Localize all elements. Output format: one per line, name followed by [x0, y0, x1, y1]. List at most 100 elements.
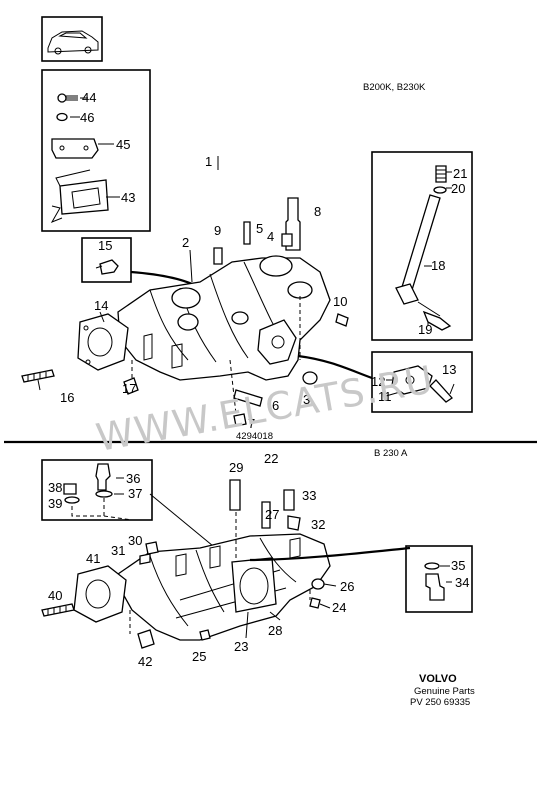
nipple-29 [229, 479, 241, 511]
nut-25 [199, 629, 211, 641]
callout-20: 20 [451, 181, 465, 196]
callout-38: 38 [48, 480, 62, 495]
callout-31: 31 [111, 543, 125, 558]
callout-17: 17 [122, 381, 136, 396]
callout-29: 29 [229, 460, 243, 475]
washer-39 [64, 496, 80, 504]
callout-41: 41 [86, 551, 100, 566]
plate-45 [51, 138, 99, 159]
intake-manifold-b200k [21, 255, 331, 383]
nut-31 [139, 553, 151, 565]
tube-18 [401, 194, 441, 291]
sensor-34 [425, 573, 445, 601]
callout-22: 22 [264, 451, 278, 466]
washer-20 [433, 186, 447, 194]
brand-block: VOLVO Genuine Parts PV 250 69335 [410, 673, 475, 708]
brand-line2: PV 250 69335 [410, 697, 470, 708]
callout-36: 36 [126, 471, 140, 486]
callout-45: 45 [116, 137, 130, 152]
callout-46: 46 [80, 110, 94, 125]
stud-27 [261, 501, 271, 529]
callout-23: 23 [234, 639, 248, 654]
stud-24 [309, 597, 321, 609]
washer-35 [424, 562, 440, 570]
callout-44: 44 [82, 90, 96, 105]
nut-26 [311, 578, 325, 590]
callout-3: 3 [303, 392, 310, 407]
callout-35: 35 [451, 558, 465, 573]
nut-17 [123, 377, 139, 395]
plug-38 [63, 483, 77, 495]
screw-36 [95, 463, 111, 491]
bolt-44 [57, 93, 78, 103]
callout-2: 2 [182, 235, 189, 250]
stamp-code: 4294018 [236, 431, 273, 442]
callout-21: 21 [453, 166, 467, 181]
section-title-top: B200K, B230K [363, 82, 426, 93]
bolt-30 [145, 541, 159, 555]
callout-42: 42 [138, 654, 152, 669]
callout-6: 6 [272, 398, 279, 413]
callout-16: 16 [60, 390, 74, 405]
flange-41 [73, 565, 127, 623]
section-title-bottom: B 230 A [374, 448, 408, 459]
screw-15 [99, 259, 119, 275]
callout-32: 32 [311, 517, 325, 532]
callout-11: 11 [378, 389, 392, 404]
callout-18: 18 [431, 258, 445, 273]
detail-box-11-13: 12 11 13 [371, 351, 473, 413]
callout-19: 19 [418, 322, 432, 337]
callout-4: 4 [267, 229, 274, 244]
nut-42 [137, 629, 155, 649]
callout-26: 26 [340, 579, 354, 594]
callout-39: 39 [48, 496, 62, 511]
nut-19 [422, 310, 452, 331]
nut-4 [281, 233, 293, 247]
screw-13 [429, 379, 453, 403]
callout-33: 33 [302, 488, 316, 503]
stud-40 [41, 603, 75, 617]
callout-8: 8 [314, 204, 321, 219]
callout-13: 13 [442, 362, 456, 377]
callout-34: 34 [455, 575, 469, 590]
callout-10: 10 [333, 294, 347, 309]
callout-30: 30 [128, 533, 142, 548]
callout-25: 25 [192, 649, 206, 664]
detail-box-top-left: 44 46 45 43 [41, 69, 151, 232]
detail-box-36-39: 38 39 36 37 [41, 459, 153, 521]
detail-box-15: 15 [81, 237, 132, 283]
callout-40: 40 [48, 588, 62, 603]
nut-32 [287, 515, 301, 531]
callout-24: 24 [332, 600, 346, 615]
nut-3 [302, 371, 318, 385]
gasket-11 [391, 365, 433, 395]
callout-28: 28 [268, 623, 282, 638]
callout-5: 5 [256, 221, 263, 236]
washer-37 [95, 490, 113, 498]
intake-manifold-b230a [41, 533, 331, 641]
stud-6 [233, 389, 263, 407]
callout-27: 27 [265, 507, 279, 522]
bolt-10 [335, 313, 349, 327]
nut-7 [233, 413, 247, 427]
callout-12: 12 [371, 374, 385, 389]
washer-46 [56, 112, 68, 122]
detail-box-34-35: 35 34 [405, 545, 473, 613]
stud-9 [213, 247, 223, 265]
callout-7: 7 [248, 416, 255, 431]
callout-37: 37 [128, 486, 142, 501]
detail-box-top-right: 21 20 18 19 [371, 151, 473, 341]
brand-logo: VOLVO [419, 673, 457, 685]
callout-43: 43 [121, 190, 135, 205]
nipple-33 [283, 489, 295, 511]
stud-5 [243, 221, 251, 245]
relay-43 [50, 169, 109, 223]
car-thumbnail [41, 16, 103, 62]
brand-line1: Genuine Parts [414, 686, 475, 697]
callout-14: 14 [94, 298, 108, 313]
callout-15: 15 [98, 238, 112, 253]
callout-9: 9 [214, 223, 221, 238]
flange-14 [77, 313, 129, 371]
callout-1: 1 [205, 154, 212, 169]
